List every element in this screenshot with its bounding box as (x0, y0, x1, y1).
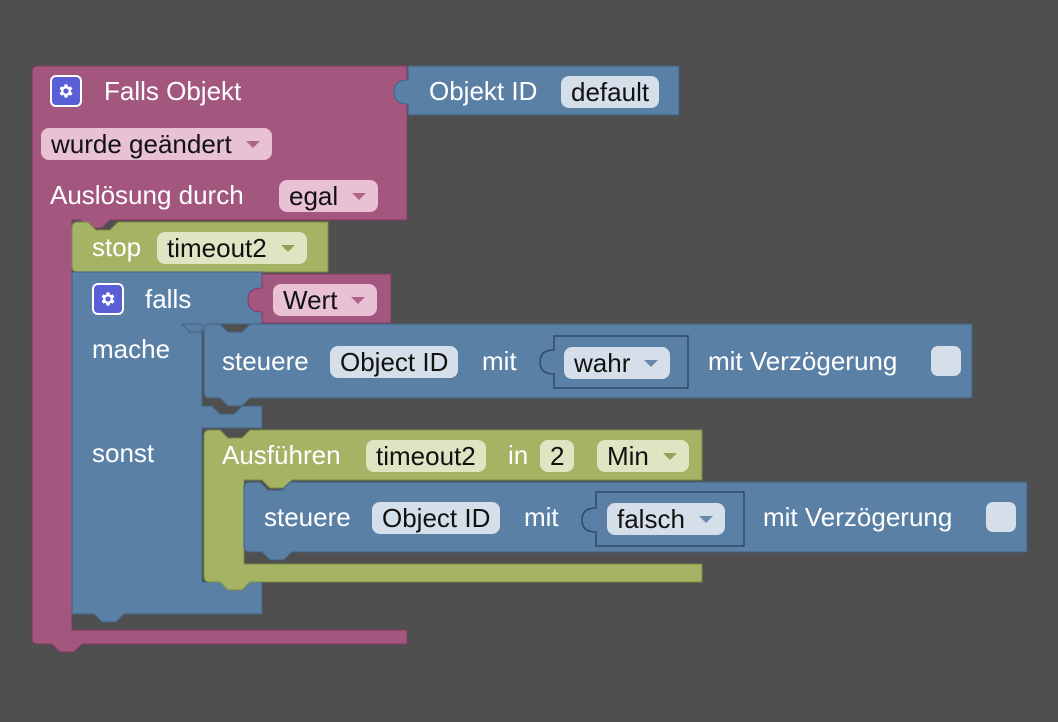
event-block-shape[interactable] (31, 65, 408, 653)
timeout-unit-dropdown[interactable]: Min (597, 440, 689, 472)
stop-label: stop (92, 232, 142, 262)
trigger-by-label: Auslösung durch (50, 180, 244, 210)
timeout-block-shape[interactable] (203, 429, 703, 591)
gear-icon[interactable] (92, 283, 124, 315)
stop-timer-dropdown[interactable]: timeout2 (157, 232, 307, 264)
timeout-amount-field[interactable]: 2 (540, 440, 575, 472)
do-label: mache (92, 334, 171, 364)
timeout-in-label: in (508, 440, 529, 470)
control-else-label: steuere (264, 502, 351, 532)
timeout-timer-field[interactable]: timeout2 (366, 440, 486, 472)
object-id-label: Objekt ID (429, 76, 538, 106)
timeout-label: Ausführen (222, 440, 341, 470)
event-title: Falls Objekt (104, 76, 242, 106)
control-then-with-label: mit (482, 346, 517, 376)
condition-dropdown[interactable]: Wert (273, 284, 378, 316)
gear-glyph (59, 84, 73, 98)
gear-glyph (101, 292, 115, 306)
control-else-with-label: mit (524, 502, 559, 532)
gear-icon[interactable] (50, 75, 82, 107)
else-label: sonst (92, 438, 155, 468)
control-then-delay-label: mit Verzögerung (708, 346, 898, 376)
control-else-delay-label: mit Verzögerung (763, 502, 953, 532)
control-then-object-id-field[interactable]: Object ID (330, 346, 459, 378)
if-label: falls (145, 284, 192, 314)
control-then-label: steuere (222, 346, 309, 376)
trigger-dropdown[interactable]: wurde geändert (41, 128, 272, 160)
trigger-by-dropdown[interactable]: egal (279, 180, 379, 212)
delay-checkbox-then[interactable] (931, 346, 961, 376)
value-dropdown-wahr[interactable]: wahr (564, 347, 671, 379)
control-else-object-id-field[interactable]: Object ID (372, 502, 501, 534)
object-id-field[interactable]: default (561, 76, 660, 108)
value-dropdown-falsch[interactable]: falsch (607, 503, 725, 535)
delay-checkbox-else[interactable] (986, 502, 1016, 532)
